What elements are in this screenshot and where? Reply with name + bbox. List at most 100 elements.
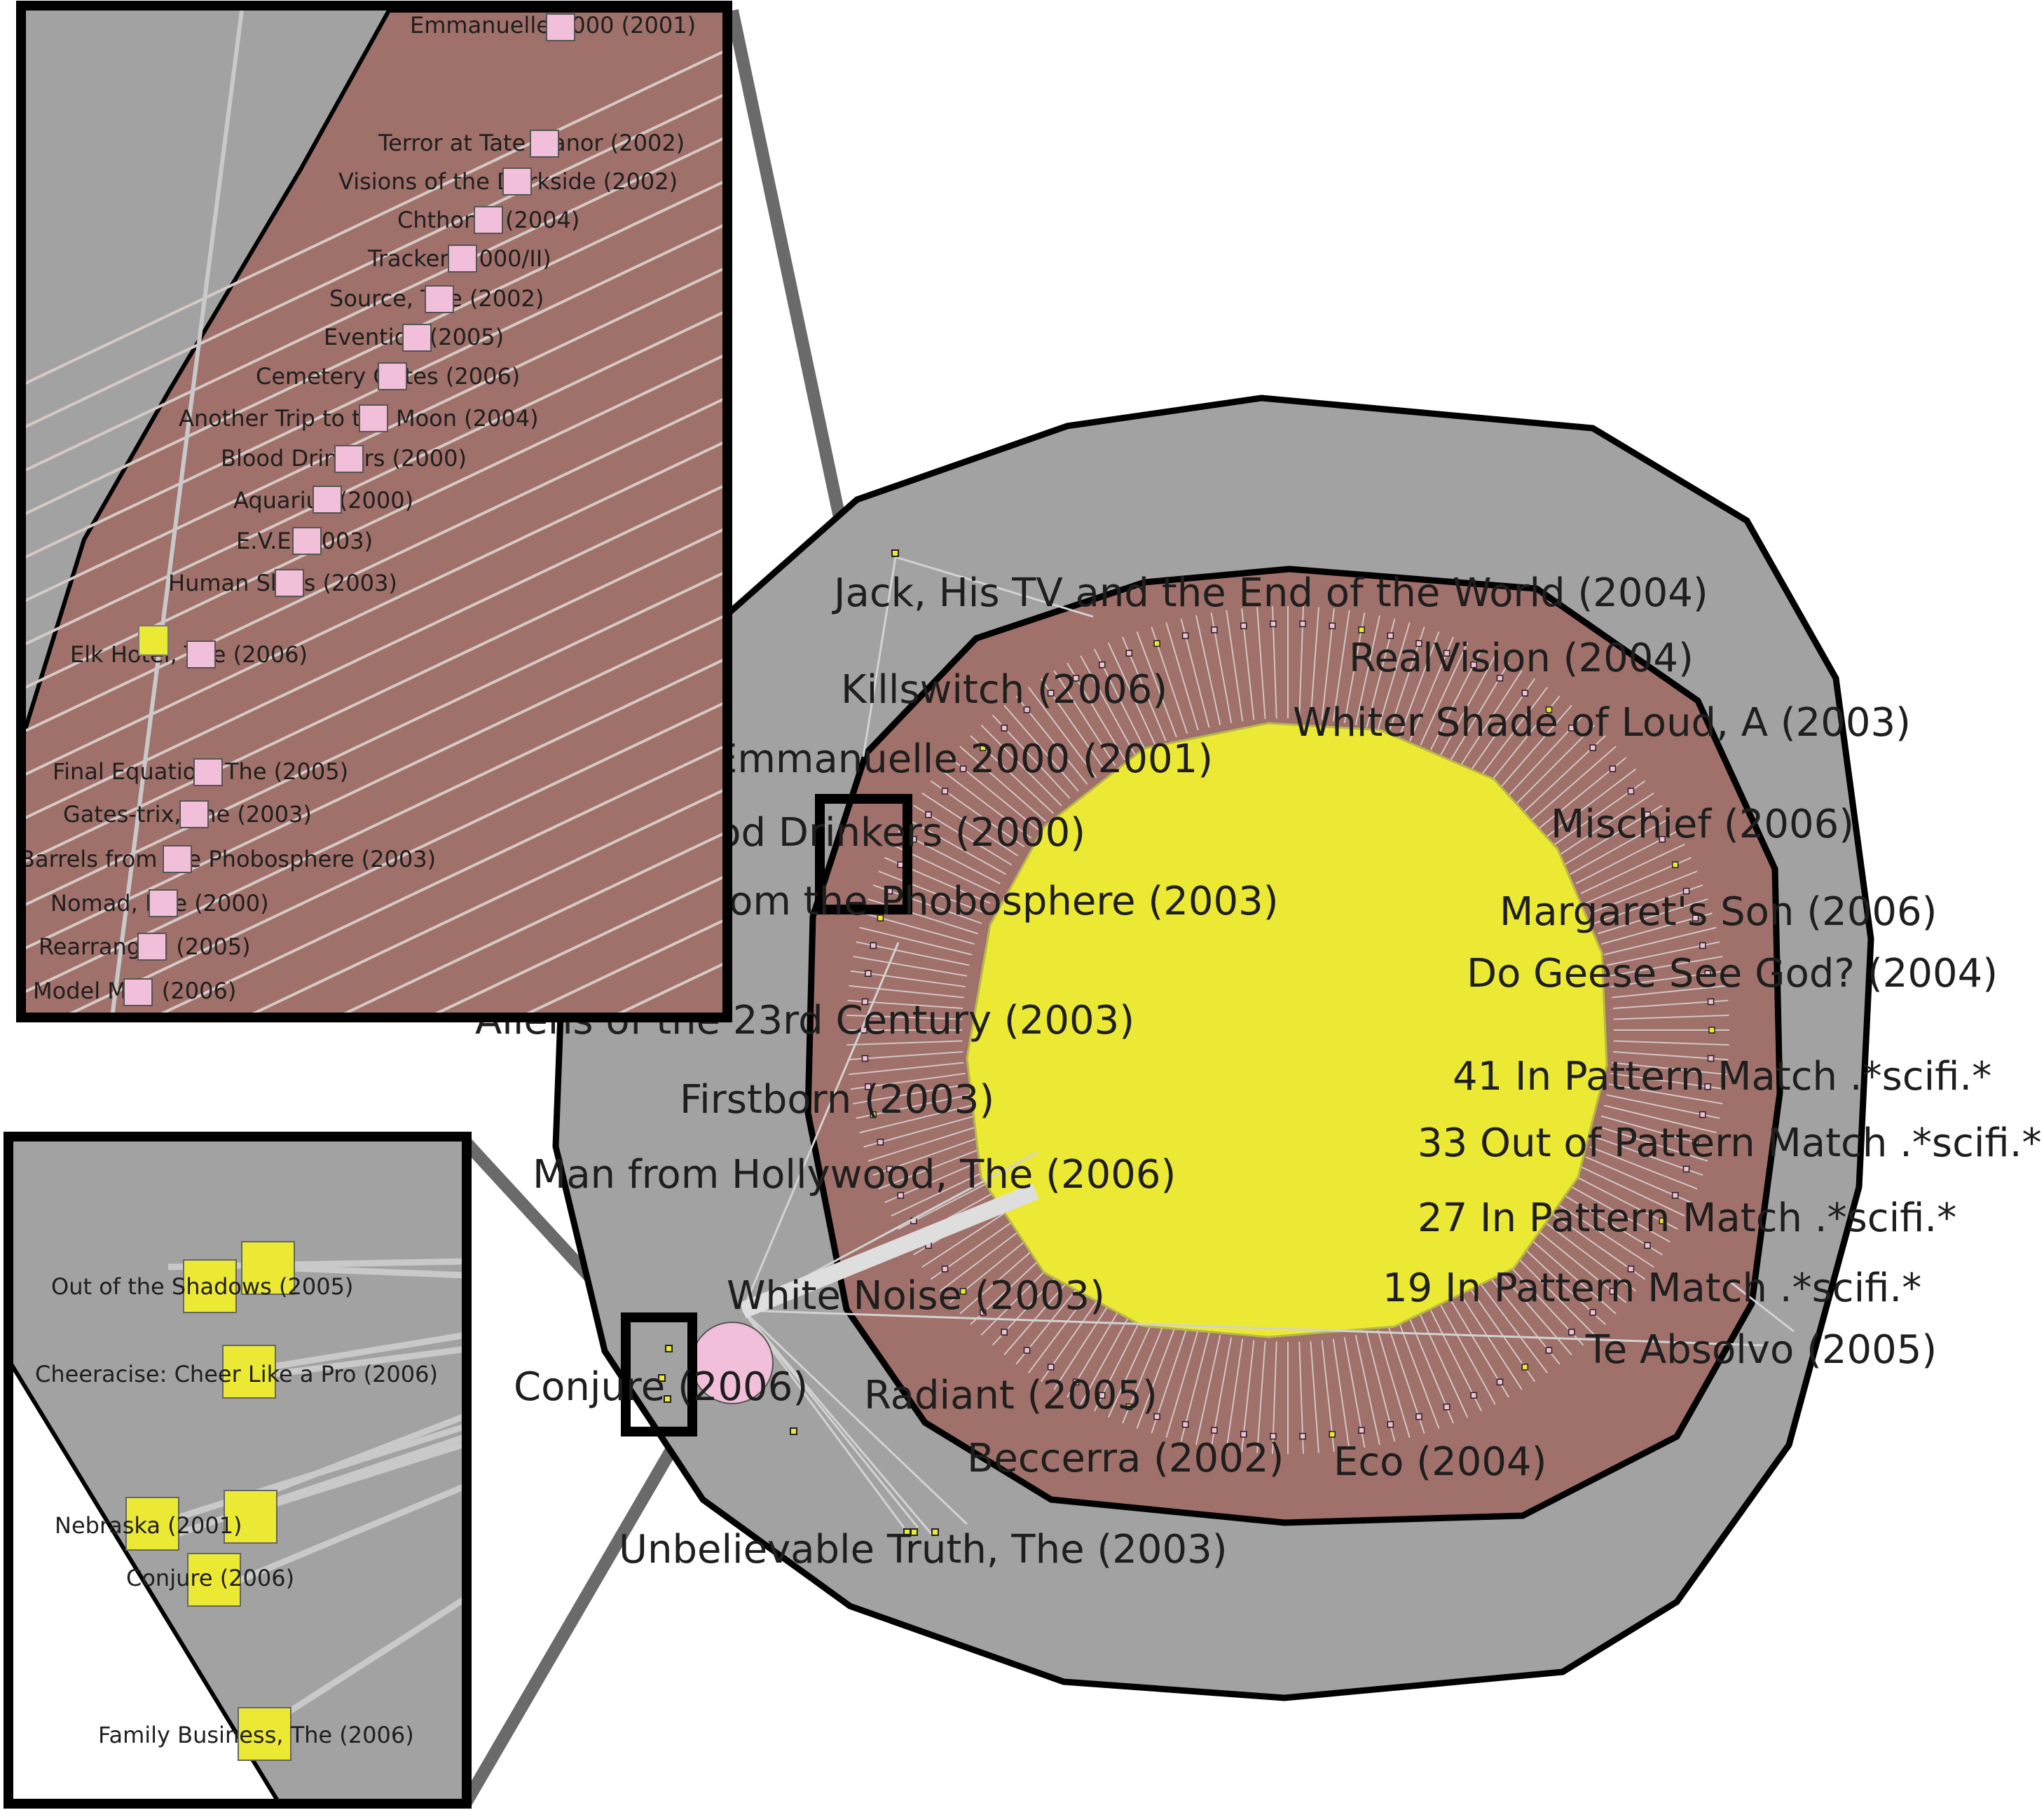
ring-node [1329,1431,1336,1438]
node-label: Unbelievable Truth, The (2003) [619,1527,1228,1572]
inset-edge [21,612,727,952]
zoom-inset-bottom: Out of the Shadows (2005) Cheeracise: Ch… [4,1132,472,1809]
inset-edge [21,135,727,474]
ring-node [1299,620,1306,628]
ring-node [1704,1083,1711,1090]
inset-nodes [123,13,575,1006]
ring-edge [1529,746,1617,822]
ring-edge [1080,1305,1136,1405]
ring-edge [1027,1282,1097,1374]
ring-edge [1460,670,1523,767]
ring-edge [1165,1329,1199,1438]
ring-edge [1613,1040,1729,1046]
ring-edge [1608,955,1723,977]
inset-nodes [125,1241,295,1761]
ring-edge [849,985,964,999]
zoom-box-bottom [621,1312,697,1437]
ring-node [1609,765,1617,772]
ring-node [1521,1364,1529,1371]
ring-edge [1597,898,1708,935]
ring-edge [1165,622,1199,731]
ring-node [1443,650,1450,657]
ring-node [959,765,967,772]
ring-node [1240,622,1247,629]
ring-node [1545,1347,1553,1354]
node-label: Cheeracise: Cheer Like a Pro (2006) [35,1361,438,1387]
core-region [966,722,1608,1338]
ring-edge [1136,631,1177,738]
ring-edge [1497,1268,1572,1356]
node-label: Another Trip to the Moon (2004) [179,405,539,432]
ring-edge [1612,1062,1727,1076]
ring-edge [959,746,1047,822]
ring-node [1047,690,1055,697]
ring-node [1001,1329,1008,1336]
ring-edge [1479,1282,1549,1374]
ring-node [1659,1217,1666,1225]
ring-node [1470,661,1477,669]
ring-node [1270,1432,1277,1440]
ring-node [1708,1027,1715,1034]
ring-node [1627,1266,1635,1273]
ring-node [877,914,884,921]
zoom-inset-top: Emmanuelle 2000 (2001) Terror at Tate Ma… [16,1,732,1022]
node-label: Te Absolvo (2005) [1585,1327,1937,1373]
inset-edge [425,873,727,1017]
ring-node [1707,998,1715,1006]
node-label: Whiter Shade of Loud, A (2003) [1293,700,1911,746]
ring-edge [1440,655,1496,755]
ring-edge [878,870,987,914]
ring-node [1240,1431,1247,1438]
inset-edge [21,482,727,821]
inset-edge [333,830,727,1017]
ring-node [1072,1378,1080,1386]
ring-node [925,811,932,818]
ring-edge [1420,1315,1469,1418]
main-graph-view: Jack, His TV and the End of the World (2… [475,395,2042,1701]
ring-node [1181,632,1189,639]
ring-edge [1195,615,1221,725]
ring-node [1099,1392,1106,1399]
ring-edge [1440,1305,1496,1405]
ring-edge [1580,843,1685,894]
ring-edge [921,792,1019,856]
ring-node [1299,1432,1306,1440]
node-label: Out of the Shadows (2005) [51,1273,353,1300]
ring-edge [1399,1322,1440,1429]
ring-edge [1557,792,1654,856]
ring-node [1470,1392,1477,1399]
ring-edge [1570,817,1671,875]
inset-edge [21,91,727,430]
node-label: Eco (2004) [1333,1439,1546,1485]
node-label: Beccerra (2002) [967,1436,1284,1481]
node-label: RealVision (2004) [1349,636,1694,681]
inset-edge [21,48,727,387]
node-label: White Noise (2003) [727,1273,1105,1319]
ring-node [1659,835,1666,843]
outer-edges [739,556,1795,1535]
ring-edge [1332,610,1350,722]
ring-node [1644,1242,1651,1249]
ring-node [1671,861,1679,868]
ring-edge [1529,1238,1617,1315]
node-label: Nebraska (2001) [55,1512,242,1539]
ring-node [1704,970,1711,978]
ring-edge [867,1125,979,1162]
inset-edge [21,221,727,561]
ring-edge [1354,1335,1380,1445]
node-label: Mischief (2006) [1551,802,1854,847]
node-label: Man from Hollywood, The (2006) [533,1152,1176,1198]
inset-edge [150,743,727,1017]
ring-node [1211,1427,1218,1434]
ring-node [1387,632,1394,639]
ring-node [861,1055,869,1062]
ring-edge [1603,1104,1717,1134]
ring-node [959,1288,967,1295]
inset-edge [21,395,727,734]
node-label: Family Business, The (2006) [98,1722,414,1748]
inset-edge [110,10,244,1017]
ring-nodes [860,620,1715,1440]
ring-edge [1580,1166,1685,1217]
ring-edge [1597,1125,1708,1162]
inset-edge [516,917,727,1017]
